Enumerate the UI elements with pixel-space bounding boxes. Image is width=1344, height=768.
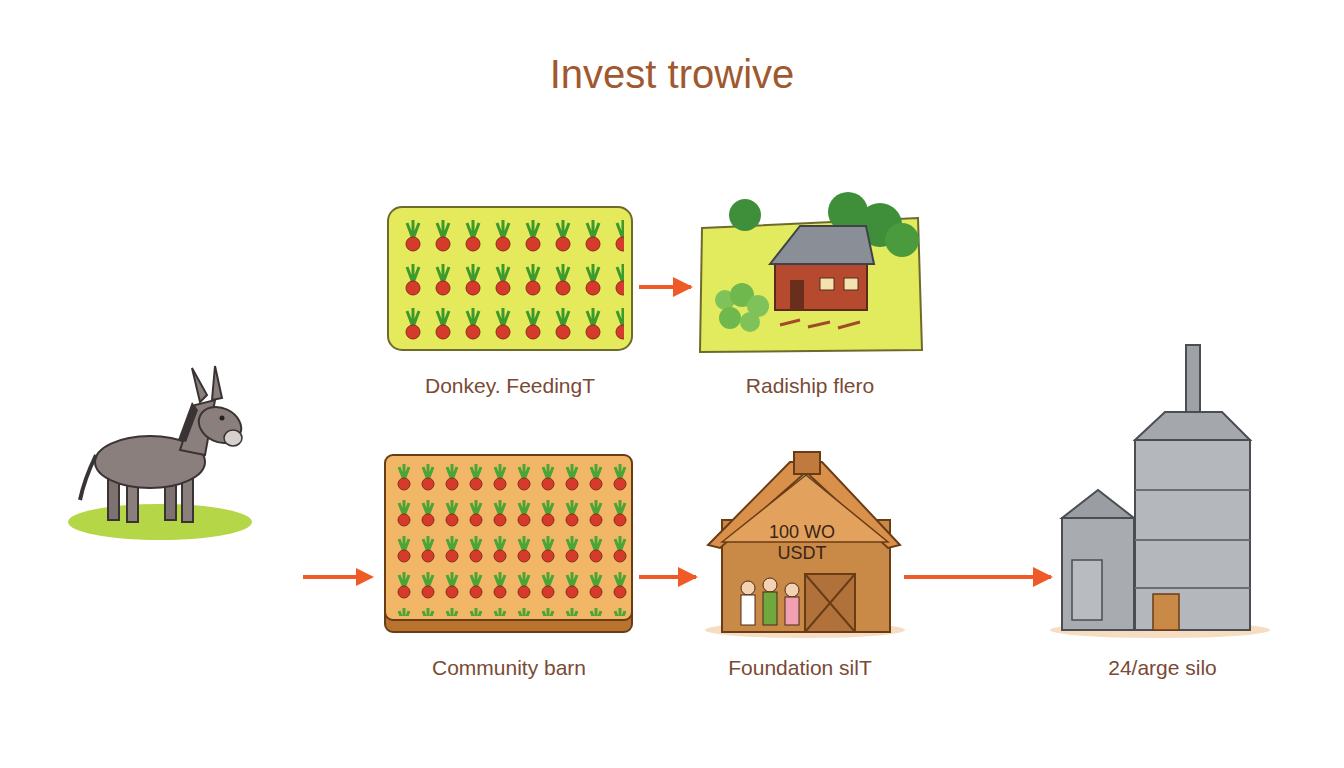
roof — [770, 226, 874, 264]
arrow-head — [356, 568, 374, 586]
arrow-line — [303, 575, 360, 579]
mane — [178, 402, 198, 442]
picture-node: Radiship flero — [695, 205, 925, 400]
picture-caption: Radiship flero — [695, 374, 925, 398]
muzzle — [224, 430, 242, 446]
cupola — [794, 452, 820, 474]
beet-rows — [390, 458, 627, 616]
pipe — [1186, 345, 1200, 415]
ear — [192, 368, 207, 402]
tail — [80, 455, 96, 500]
soil-field-picture — [385, 455, 632, 632]
beet-field-picture — [388, 207, 632, 350]
silo-bands — [1135, 490, 1250, 588]
farmhouse-picture — [700, 192, 922, 352]
drawing-part — [741, 595, 755, 625]
window — [820, 278, 834, 290]
tree — [885, 223, 919, 257]
bush — [719, 307, 741, 329]
crop-rows — [780, 320, 860, 328]
large-silo-roof — [1135, 412, 1250, 440]
picture-node: Donkey. FeedingT — [385, 205, 635, 400]
barn-sign: 100 WO USDT — [752, 522, 852, 563]
drawing-part — [763, 592, 777, 625]
donkey-picture — [68, 366, 252, 540]
people — [741, 578, 799, 625]
small-silo-roof — [1062, 490, 1134, 518]
picture-caption: Foundation silT — [700, 656, 900, 680]
large-silo — [1135, 440, 1250, 630]
barn-door — [805, 574, 855, 632]
picture-node: 24/arge silo — [1055, 345, 1270, 682]
beet-rows — [396, 213, 624, 345]
field — [388, 207, 632, 350]
ear — [212, 366, 222, 400]
bush — [740, 312, 760, 332]
barn-picture — [705, 452, 905, 638]
drawing-part — [785, 583, 799, 597]
silo-door — [1153, 594, 1179, 630]
diagram-title: Invest trowive — [0, 52, 1344, 97]
flow-arrow — [639, 575, 696, 579]
small-silo — [1062, 518, 1134, 630]
picture-caption: Community barn — [383, 656, 635, 680]
window — [844, 278, 858, 290]
head — [193, 400, 247, 449]
flow-arrow — [639, 285, 691, 289]
drawing-part — [785, 597, 799, 625]
tree — [729, 199, 761, 231]
drawing-part — [763, 578, 777, 592]
grass-patch — [68, 504, 252, 540]
soil-top — [385, 455, 632, 620]
donkey-arrow — [303, 568, 374, 586]
picture-node: Community barn — [383, 452, 635, 682]
door — [790, 280, 804, 310]
picture-node: 100 WO USDT Foundation silT — [700, 452, 900, 682]
ground — [700, 218, 922, 352]
eye — [220, 416, 225, 421]
silo-picture — [1050, 345, 1270, 638]
door-cross — [805, 574, 855, 632]
picture-caption: Donkey. FeedingT — [385, 374, 635, 398]
picture-caption: 24/arge silo — [1055, 656, 1270, 680]
house-wall — [775, 262, 867, 310]
shed — [1072, 560, 1102, 620]
flow-arrow — [904, 575, 1051, 579]
drawing-part — [741, 581, 755, 595]
